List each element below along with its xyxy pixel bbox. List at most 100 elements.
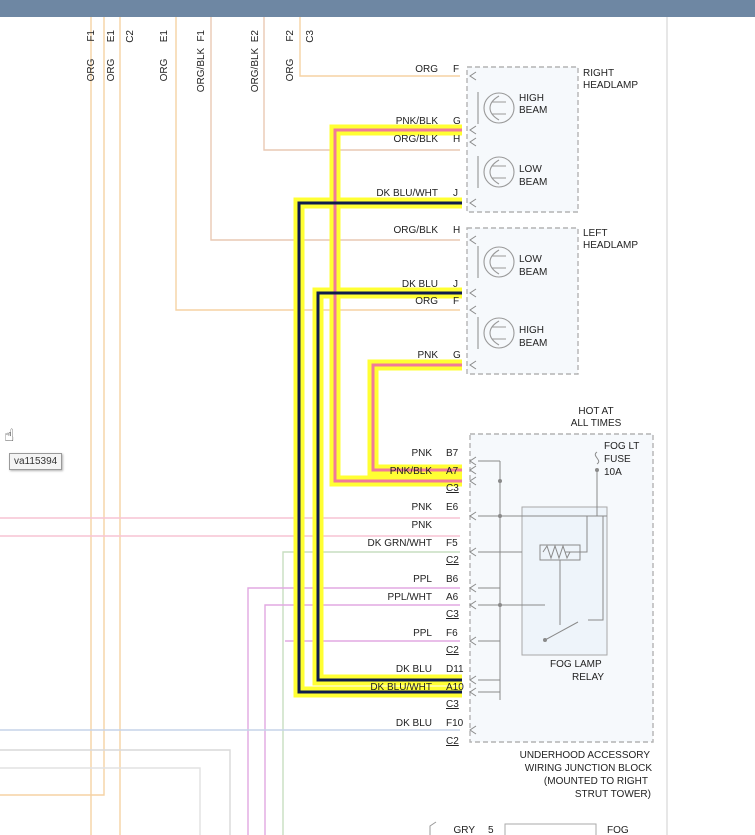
jb-wire-label: DK GRN/WHT <box>368 538 432 549</box>
top-circuit-code: E1 <box>159 30 170 43</box>
junction-nodes <box>498 468 599 642</box>
connector-chevron <box>469 675 477 685</box>
connector-chevron <box>469 725 477 735</box>
top-circuit-color: ORG <box>159 58 170 81</box>
lh-bulb2-l2: BEAM <box>519 338 547 349</box>
rh-pin-j: J <box>453 188 458 199</box>
right-headlamp-title-2: HEADLAMP <box>583 80 638 91</box>
connector-chevron <box>469 600 477 610</box>
wire-4 <box>263 17 460 151</box>
connector-chevron <box>469 235 477 245</box>
relay-label-1: FOG LAMP <box>550 659 602 670</box>
bottom-component-box <box>504 823 597 835</box>
bulb-icon <box>477 156 515 188</box>
lh-pin-j: J <box>453 279 458 290</box>
jb-pin-label: A7 <box>446 466 459 477</box>
connector-chevron <box>469 305 477 315</box>
jb-pin-label: C3 <box>446 609 459 620</box>
top-circuit-color: ORG <box>106 58 117 81</box>
traced-wire <box>297 201 462 694</box>
connector-chevron <box>469 476 477 486</box>
top-circuit-code: F2 <box>285 30 296 42</box>
jb-wire-label: PNK <box>411 520 432 531</box>
traced-circuits <box>293 124 462 698</box>
connector-chevron <box>469 636 477 646</box>
jb-wire-label: DK BLU <box>396 664 432 675</box>
connector-chevron <box>469 511 477 521</box>
relay-label-2: RELAY <box>572 672 604 683</box>
fuse-label-2: FUSE <box>604 454 631 465</box>
lh-pin-f: F <box>453 296 459 307</box>
connector-chevron <box>469 125 477 135</box>
jb-pin-label: C2 <box>446 645 459 656</box>
top-circuit-7: C3 <box>305 30 316 43</box>
lh-wire-g: PNK <box>417 350 438 361</box>
lh-wire-f: ORG <box>415 296 438 307</box>
rh-pin-h: H <box>453 134 460 145</box>
top-circuit-code: F1 <box>196 30 207 42</box>
connector-chevron <box>469 71 477 81</box>
wire-10 <box>247 587 460 835</box>
jb-pin-label: B6 <box>446 574 459 585</box>
window-title-bar <box>0 0 755 17</box>
wire-11 <box>264 604 460 835</box>
lh-wire-h: ORG/BLK <box>394 225 439 236</box>
wire-6 <box>175 17 460 311</box>
connector-chevron <box>469 288 477 298</box>
jb-title-4: STRUT TOWER) <box>575 789 651 800</box>
jb-wire-label: PPL/WHT <box>388 592 432 603</box>
jb-wire-label: PNK <box>411 502 432 513</box>
connector-chevron <box>469 583 477 593</box>
connector-chevron <box>469 360 477 370</box>
hot-at-1: HOT AT <box>578 406 613 417</box>
jb-pin-label: A6 <box>446 592 459 603</box>
connector-chevron <box>469 687 477 697</box>
jb-wire-label: PPL <box>413 628 432 639</box>
jb-pin-label: A10 <box>446 682 464 693</box>
rh-bulb1-l2: BEAM <box>519 105 547 116</box>
wire-5 <box>210 17 460 241</box>
headlamp-bulbs <box>477 92 515 349</box>
fuse-label-1: FOG LT <box>604 441 639 452</box>
top-circuit-color: ORG <box>86 58 97 81</box>
rh-wire-f: ORG <box>415 64 438 75</box>
rh-pin-f: F <box>453 64 459 75</box>
rh-wire-h: ORG/BLK <box>394 134 439 145</box>
top-circuit-color: ORG/BLK <box>196 47 207 92</box>
top-circuit-code: E1 <box>106 30 117 43</box>
fuse-label-3: 10A <box>604 467 622 478</box>
left-headlamp-title-2: HEADLAMP <box>583 240 638 251</box>
rh-bulb1-l1: HIGH <box>519 93 544 104</box>
jb-wire-label: PNK/BLK <box>390 466 433 477</box>
rh-wire-j: DK BLU/WHT <box>376 188 438 199</box>
bulb-icon <box>477 246 515 278</box>
lh-bulb1-l1: LOW <box>519 254 542 265</box>
highlight-band <box>329 124 462 487</box>
traced-wire <box>316 291 462 682</box>
traced-wire <box>333 128 462 483</box>
wire-14 <box>0 749 231 835</box>
jb-pin-label: B7 <box>446 448 459 459</box>
background-wires <box>0 17 460 835</box>
bottom-pin: 5 <box>488 825 494 835</box>
lh-pin-g: G <box>453 350 461 361</box>
jb-pin-label: F5 <box>446 538 458 549</box>
jb-title-2: WIRING JUNCTION BLOCK <box>525 763 653 774</box>
rh-wire-g: PNK/BLK <box>396 116 439 127</box>
jb-pin-label: C3 <box>446 483 459 494</box>
top-circuit-color: ORG <box>285 58 296 81</box>
jb-pin-label: F6 <box>446 628 458 639</box>
top-circuit-2: C2 <box>125 30 136 43</box>
jb-title-3: (MOUNTED TO RIGHT <box>544 776 648 787</box>
jb-wire-label: DK BLU <box>396 718 432 729</box>
hot-at-2: ALL TIMES <box>571 418 622 429</box>
connector-chevron <box>469 465 477 475</box>
connector-chevron <box>469 137 477 147</box>
traced-wire <box>371 363 462 472</box>
rh-pin-g: G <box>453 116 461 127</box>
